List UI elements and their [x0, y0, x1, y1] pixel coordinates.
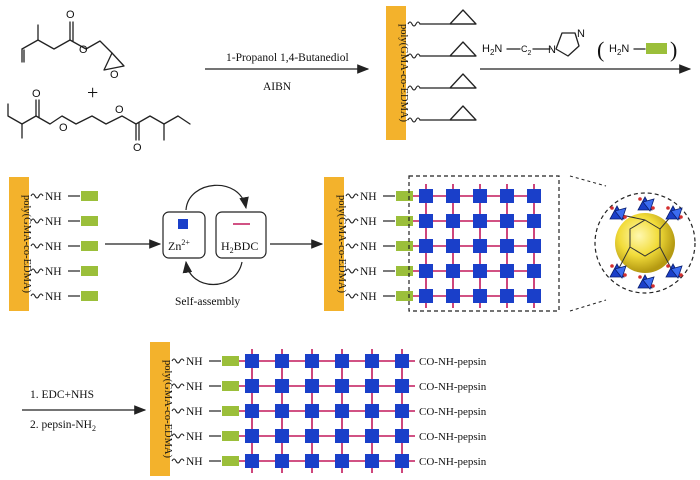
polymer-bar — [150, 342, 170, 476]
edma-monomer: O O O O — [7, 88, 191, 154]
amine-block — [81, 241, 98, 251]
nh-label: NH — [45, 266, 62, 278]
polymer-epoxide: poly(GMA-co-EDMA) — [386, 6, 477, 140]
amine-block — [222, 431, 239, 441]
mof-cage-illustration — [594, 192, 696, 294]
cage-sphere — [615, 213, 675, 273]
nh-label: NH — [360, 216, 377, 228]
amine-block — [396, 266, 413, 276]
pepsin-label: CO-NH-pepsin — [419, 356, 487, 368]
plus-sign: + — [87, 82, 98, 104]
amine-block — [222, 456, 239, 466]
nh-label: NH — [360, 266, 377, 278]
amine-block — [81, 291, 98, 301]
amine-block — [81, 191, 98, 201]
epoxide-group — [419, 41, 477, 57]
svg-text:Zn2+: Zn2+ — [168, 238, 190, 253]
self-assembly-cycle: Zn2+ H2BDC Self-assembly — [162, 184, 267, 308]
nh-label: NH — [186, 431, 203, 443]
svg-text:H2BDC: H2BDC — [221, 239, 258, 255]
nh-label: NH — [45, 291, 62, 303]
nh-label: NH — [186, 456, 203, 468]
gma-epoxide-o: O — [110, 69, 119, 81]
amine-block — [222, 381, 239, 391]
svg-text:N: N — [577, 28, 585, 40]
step3-line2: 2. pepsin-NH — [30, 419, 92, 431]
gma-monomer: O O O — [21, 9, 125, 81]
step1-reagents-bottom: AIBN — [263, 81, 292, 93]
pepsin-label: CO-NH-pepsin — [419, 406, 487, 418]
polymer-amine-row2: poly(GMA-co-EDMA) NH NH NH NH NH — [9, 177, 98, 311]
edma-o3: O — [115, 104, 124, 116]
amine-block — [396, 241, 413, 251]
nh-label: NH — [186, 356, 203, 368]
nh-label: NH — [45, 216, 62, 228]
polymer-bar — [386, 6, 406, 140]
amine-block-legend — [646, 43, 667, 54]
edma-o2: O — [59, 122, 68, 134]
amine-block — [396, 291, 413, 301]
mof-selection-box — [408, 175, 560, 312]
polymer-bar — [324, 177, 344, 311]
amine-block — [222, 356, 239, 366]
zn-node-icon — [178, 219, 188, 229]
epoxide-group — [419, 9, 477, 25]
svg-text:2. pepsin-NH2: 2. pepsin-NH2 — [30, 419, 96, 433]
amine-block — [81, 266, 98, 276]
gma-ester-o: O — [79, 44, 88, 56]
polymer-label: poly(GMA-co-EDMA) — [398, 24, 409, 122]
svg-text:C2: C2 — [521, 44, 532, 57]
polymer-bar — [9, 177, 29, 311]
polymer-label: poly(GMA-co-EDMA) — [336, 195, 347, 293]
self-assembly-label: Self-assembly — [175, 296, 240, 308]
epoxide-group — [419, 105, 477, 121]
nh-label: NH — [186, 381, 203, 393]
nh-label: NH — [360, 191, 377, 203]
pepsin-label: CO-NH-pepsin — [419, 381, 487, 393]
amine-block — [396, 191, 413, 201]
nh-label: NH — [360, 291, 377, 303]
nh-label: NH — [186, 406, 203, 418]
svg-text:N: N — [548, 44, 556, 56]
polymer-label: poly(GMA-co-EDMA) — [21, 195, 32, 293]
edma-o4: O — [133, 142, 142, 154]
polymer-mof-row2: poly(GMA-co-EDMA) NH NH NH NH NH — [324, 175, 560, 312]
pepsin-label: CO-NH-pepsin — [419, 456, 487, 468]
zn-box — [162, 211, 206, 259]
polymer-label: poly(GMA-co-EDMA) — [162, 360, 173, 458]
nh-label: NH — [360, 241, 377, 253]
pepsin-label: CO-NH-pepsin — [419, 431, 487, 443]
epoxide-group — [419, 73, 477, 89]
svg-text:H2N: H2N — [609, 43, 629, 57]
svg-text:): ) — [670, 37, 677, 62]
nh-label: NH — [45, 241, 62, 253]
amine-block — [396, 216, 413, 226]
svg-text:H2N: H2N — [482, 43, 502, 57]
edma-o1: O — [32, 88, 41, 100]
step3-line1: 1. EDC+NHS — [30, 389, 94, 401]
svg-text:(: ( — [597, 37, 604, 62]
amine-block — [222, 406, 239, 416]
imidazole-amine: H2N C2 N N ( H2N ) — [482, 28, 677, 62]
step1-reagents-top: 1-Propanol 1,4-Butanediol — [226, 52, 349, 64]
amine-block — [81, 216, 98, 226]
nh-label: NH — [45, 191, 62, 203]
gma-carbonyl-o: O — [66, 9, 75, 21]
bdc-box — [215, 211, 267, 259]
